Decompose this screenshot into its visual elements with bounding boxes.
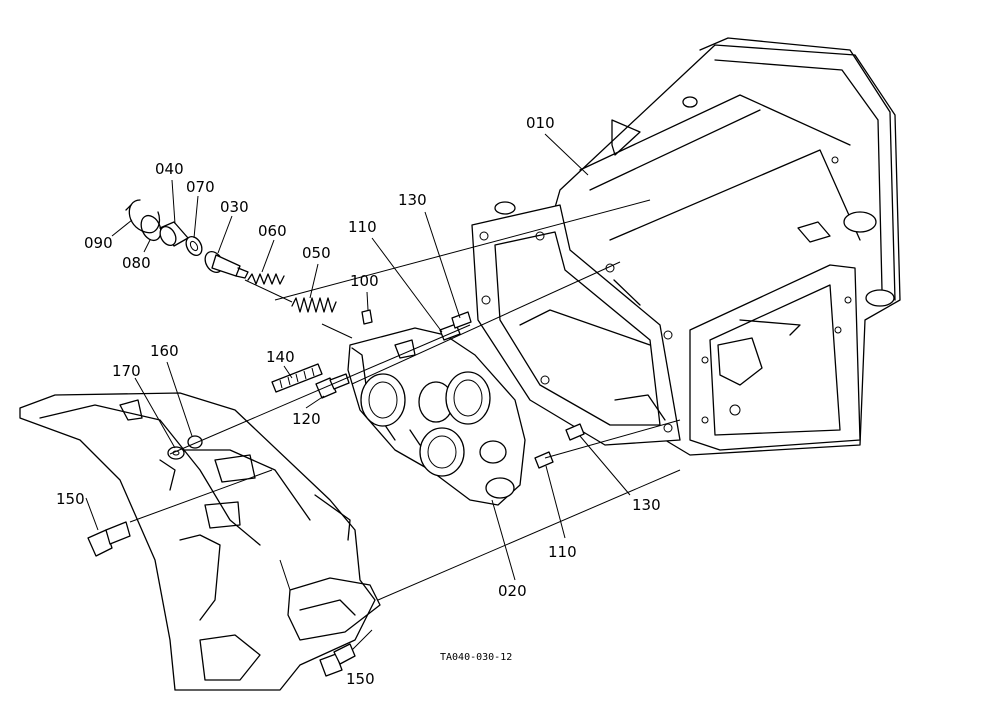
part-label-110-upper: 110: [348, 218, 377, 236]
drawing-code: TA040-030-12: [440, 652, 512, 663]
part-label-020: 020: [498, 582, 527, 600]
assembly-axis-lines: [129, 199, 681, 651]
label-leaders: [85, 133, 631, 581]
transmission-case-drawing: [471, 37, 901, 456]
front-housing-drawing: [19, 392, 381, 691]
part-label-160: 160: [150, 342, 179, 360]
part-label-150-left: 150: [56, 490, 85, 508]
part-labels: 010 020 030 040 050 060 070 080 090 100 …: [56, 114, 661, 688]
part-label-140: 140: [266, 348, 295, 366]
small-parts-drawing: [87, 199, 585, 677]
part-label-050: 050: [302, 244, 331, 262]
part-label-040: 040: [155, 160, 184, 178]
part-label-080: 080: [122, 254, 151, 272]
part-label-130-lower: 130: [632, 496, 661, 514]
part-label-010: 010: [526, 114, 555, 132]
part-label-120: 120: [292, 410, 321, 428]
part-label-130-upper: 130: [398, 191, 427, 209]
part-label-110-lower: 110: [548, 543, 577, 561]
part-label-150-bottom: 150: [346, 670, 375, 688]
part-label-070: 070: [186, 178, 215, 196]
part-label-090: 090: [84, 234, 113, 252]
part-label-060: 060: [258, 222, 287, 240]
part-label-100: 100: [350, 272, 379, 290]
part-label-030: 030: [220, 198, 249, 216]
center-plate-drawing: [347, 327, 526, 506]
part-label-170: 170: [112, 362, 141, 380]
